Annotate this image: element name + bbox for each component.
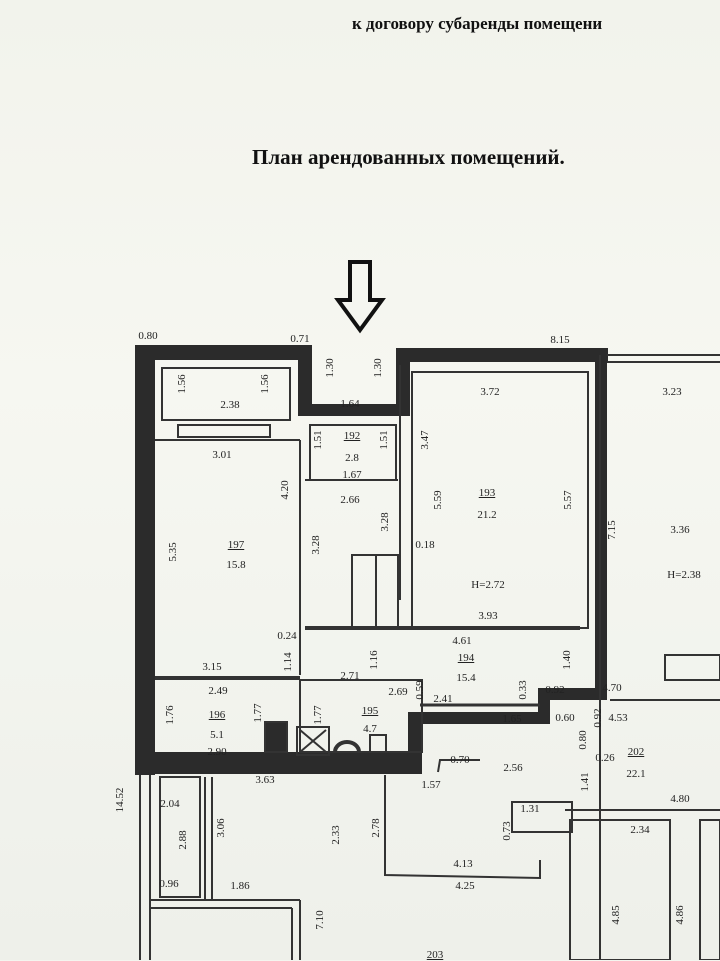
dim-label: 3.47 <box>419 430 431 450</box>
dim-label: 4.20 <box>279 480 291 500</box>
dim-label: 3.63 <box>255 774 275 786</box>
dim-label: 4.13 <box>453 858 473 870</box>
dim-label: 3.28 <box>379 512 391 532</box>
dim-label: 1.30 <box>324 358 336 378</box>
dim-label: 5.35 <box>167 542 179 562</box>
dim-label: 7.15 <box>606 520 618 540</box>
dim-label: 1.51 <box>378 430 390 450</box>
dim-label: 0.59 <box>414 680 426 700</box>
dim-label: 1.86 <box>230 880 250 892</box>
thin-walls <box>139 354 720 960</box>
room-area: 21.2 <box>477 509 497 521</box>
dim-label: 0.60 <box>555 712 575 724</box>
document-title: План арендованных помещений. <box>252 145 565 169</box>
room-area: 5.1 <box>210 729 224 741</box>
dim-label: 1.64 <box>340 398 360 410</box>
dim-label: 2.71 <box>340 670 360 682</box>
room-area: 4.7 <box>363 723 377 735</box>
dim-label: 3.06 <box>215 818 227 838</box>
dim-label: 0.80 <box>138 330 158 342</box>
dim-label: 14.52 <box>114 787 126 813</box>
dim-label: 3.01 <box>212 449 232 461</box>
dim-label: 3.15 <box>202 661 222 673</box>
dim-label: 2.78 <box>370 818 382 838</box>
dim-label: 0.26 <box>595 752 615 764</box>
dim-label: 8.15 <box>550 334 570 346</box>
dim-label: 4.53 <box>608 712 628 724</box>
room-number: 195 <box>361 705 379 717</box>
dim-label: 4.70 <box>602 682 622 694</box>
dim-label: 1.76 <box>164 705 176 725</box>
dim-label: 0.70 <box>450 754 470 766</box>
dim-label: 0.71 <box>290 333 310 345</box>
dim-label: 0.33 <box>517 680 529 700</box>
dim-label: 2.88 <box>177 830 189 850</box>
dim-label: 2.38 <box>220 399 240 411</box>
dim-label: 5.57 <box>562 490 574 510</box>
dim-label: 2.90 <box>207 746 227 758</box>
room-area: 15.8 <box>226 559 246 571</box>
dim-label: 4.85 <box>610 905 622 925</box>
dim-label: 2.69 <box>388 686 408 698</box>
dim-label: 2.34 <box>630 824 650 836</box>
room-area: 22.1 <box>626 768 646 780</box>
dim-label: 4.80 <box>670 793 690 805</box>
dim-label: 1.31 <box>520 803 540 815</box>
dim-label: 4.25 <box>455 880 475 892</box>
dim-label: 1.56 <box>176 374 188 394</box>
dim-label: 4.61 <box>452 635 472 647</box>
dim-label: 3.23 <box>662 386 682 398</box>
dim-label: 1.40 <box>561 650 573 670</box>
dim-label: 0.96 <box>159 878 179 890</box>
dim-label: 1.51 <box>312 430 324 450</box>
dim-label: 0.18 <box>415 539 435 551</box>
dim-label: 7.10 <box>314 910 326 930</box>
dim-label: 3.93 <box>478 610 498 622</box>
dim-label: 2.49 <box>208 685 228 697</box>
room-number: 197 <box>227 539 245 551</box>
dim-label: 2.66 <box>340 494 360 506</box>
dim-label: 0.92 <box>592 708 604 728</box>
room-area: 2.8 <box>345 452 359 464</box>
room-number: 194 <box>457 652 475 664</box>
dim-label: 0.80 <box>577 730 589 750</box>
dim-label: 0.73 <box>501 821 513 841</box>
dim-label: 3.72 <box>480 386 500 398</box>
dim-label: 3.36 <box>670 524 690 536</box>
room-number: 193 <box>478 487 496 499</box>
dim-label: 1.67 <box>342 469 362 481</box>
dim-label: 1.57 <box>421 779 441 791</box>
dim-label: 1.41 <box>579 772 591 792</box>
dim-label: 0.24 <box>277 630 297 642</box>
dim-label: 4.86 <box>674 905 686 925</box>
dim-label: 0.92 <box>545 684 565 696</box>
dim-label: 3.28 <box>310 535 322 555</box>
room-number: 202 <box>627 746 645 758</box>
dim-label: 2.56 <box>503 762 523 774</box>
entrance-arrow-icon <box>334 260 386 334</box>
dim-label: 1.30 <box>372 358 384 378</box>
ceiling-height: H=2.38 <box>667 569 701 581</box>
room-area: 15.4 <box>456 672 476 684</box>
dim-label: 1.56 <box>259 374 271 394</box>
dim-label: 1.77 <box>252 703 264 723</box>
document-subtitle: к договору субаренды помещени <box>352 14 603 33</box>
dim-label: 2.33 <box>330 825 342 845</box>
dim-label: 2.04 <box>160 798 180 810</box>
dim-label: 1.77 <box>312 705 324 725</box>
room-number: 192 <box>343 430 361 442</box>
ceiling-height: H=2.72 <box>471 579 505 591</box>
dim-label: 2.41 <box>433 693 453 705</box>
dim-label: 1.65 <box>502 713 522 725</box>
dim-label: 1.16 <box>368 650 380 670</box>
room-number: 203 <box>426 949 444 961</box>
dim-label: 5.59 <box>432 490 444 510</box>
dim-label: 1.14 <box>282 652 294 672</box>
room-number: 196 <box>208 709 226 721</box>
